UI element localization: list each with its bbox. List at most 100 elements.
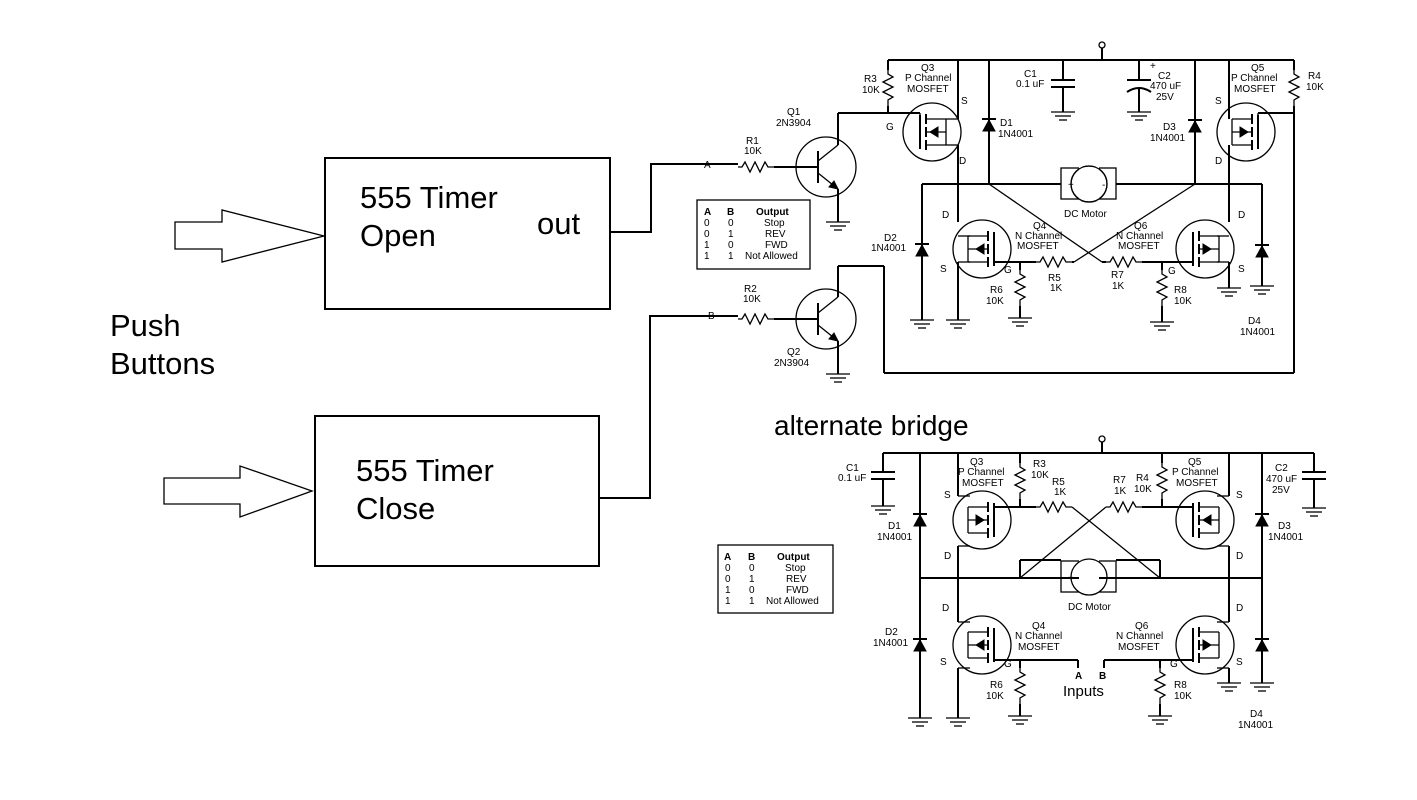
- tt2-r2-b: 0: [749, 585, 755, 596]
- r6-value: 10K: [986, 296, 1004, 307]
- alt-q6-gate-pin: G: [1170, 659, 1178, 670]
- alt-d1-part: 1N4001: [877, 532, 912, 543]
- r3-name: R3: [864, 74, 877, 85]
- tt2-r1-b: 1: [749, 574, 755, 585]
- tt2-header-a: A: [724, 552, 731, 563]
- q6-gate-pin: G: [1168, 266, 1176, 277]
- r7-value: 1K: [1112, 281, 1125, 292]
- motor-plus: +: [1068, 180, 1074, 191]
- alt-r3-value: 10K: [1031, 470, 1049, 481]
- q3-name: Q3: [921, 63, 935, 74]
- q6-name: Q6: [1134, 221, 1148, 232]
- alt-input-b: B: [1099, 671, 1106, 682]
- c2-plus: +: [1150, 61, 1156, 72]
- q6-type1: N Channel: [1116, 231, 1163, 242]
- alt-q4-type1: N Channel: [1015, 631, 1062, 642]
- push-buttons-label-2: Buttons: [110, 346, 215, 381]
- vcc-terminal-top: [1098, 41, 1106, 49]
- tt2-r0-a: 0: [725, 563, 731, 574]
- d3-name: D3: [1163, 122, 1176, 133]
- timer-open-block: [324, 157, 611, 310]
- tt1-r0-a: 0: [704, 218, 710, 229]
- alt-r5-name: R5: [1052, 477, 1065, 488]
- tt1-r1-b: 1: [728, 229, 734, 240]
- truth-table-top: [696, 199, 811, 270]
- alt-motor-minus: -: [1102, 573, 1105, 584]
- push-arrow-close: [163, 465, 314, 518]
- alt-r8-value: 10K: [1174, 691, 1192, 702]
- alt-q6-source-pin: S: [1236, 657, 1243, 668]
- c1-value: 0.1 uF: [1016, 79, 1044, 90]
- q3-source-pin: S: [961, 96, 968, 107]
- alt-c1-value: 0.1 uF: [838, 473, 866, 484]
- timer-close-subtitle: Close: [356, 491, 435, 526]
- alt-d3-part: 1N4001: [1268, 532, 1303, 543]
- timer-close-title: 555 Timer: [356, 453, 494, 488]
- r1-value: 10K: [744, 146, 762, 157]
- motor-minus: -: [1102, 180, 1105, 191]
- alt-c2-value: 470 uF: [1266, 474, 1297, 485]
- alt-q3-source-pin: S: [944, 490, 951, 501]
- q4-gate-pin: G: [1004, 265, 1012, 276]
- r2-value: 10K: [743, 294, 761, 305]
- r8-value: 10K: [1174, 296, 1192, 307]
- tt2-r0-b: 0: [749, 563, 755, 574]
- r6-name: R6: [990, 285, 1003, 296]
- timer-open-subtitle: Open: [360, 218, 436, 253]
- q5-type2: MOSFET: [1234, 84, 1276, 95]
- c2-name: C2: [1158, 71, 1171, 82]
- wire-open-to-a: [610, 163, 700, 233]
- alt-input-a: A: [1075, 671, 1082, 682]
- tt2-r3-a: 1: [725, 596, 731, 607]
- r4-value: 10K: [1306, 82, 1324, 93]
- alt-q5-type1: P Channel: [1172, 467, 1219, 478]
- alt-motor-label: DC Motor: [1068, 602, 1111, 613]
- c2-voltage: 25V: [1156, 92, 1174, 103]
- alt-q6-drain-pin: D: [1236, 603, 1243, 614]
- q3-gate-pin: G: [886, 122, 894, 133]
- input-b-label: B: [708, 311, 715, 322]
- q5-name: Q5: [1251, 63, 1265, 74]
- q6-drain-pin: D: [1238, 210, 1245, 221]
- alt-q6-type2: MOSFET: [1118, 642, 1160, 653]
- timer-close-block: [314, 415, 600, 567]
- r3-value: 10K: [862, 85, 880, 96]
- tt1-r3-a: 1: [704, 251, 710, 262]
- c2-value: 470 uF: [1150, 81, 1181, 92]
- alt-d2-name: D2: [885, 627, 898, 638]
- alt-d4-part: 1N4001: [1238, 720, 1273, 731]
- d1-part: 1N4001: [998, 129, 1033, 140]
- q4-name: Q4: [1033, 221, 1047, 232]
- alt-d2-part: 1N4001: [873, 638, 908, 649]
- alt-q3-type1: P Channel: [958, 467, 1005, 478]
- tt1-r1-out: REV: [765, 229, 786, 240]
- q5-source-pin: S: [1215, 96, 1222, 107]
- d1-name: D1: [1000, 118, 1013, 129]
- push-arrow-open: [174, 209, 325, 263]
- r7-name: R7: [1111, 270, 1124, 281]
- alt-r6-name: R6: [990, 680, 1003, 691]
- d2-part: 1N4001: [871, 243, 906, 254]
- input-a-label: A: [704, 160, 711, 171]
- tt2-r3-out: Not Allowed: [766, 596, 819, 607]
- alt-motor-plus: +: [1068, 573, 1074, 584]
- q6-type2: MOSFET: [1118, 241, 1160, 252]
- tt1-header-output: Output: [756, 207, 789, 218]
- r5-name: R5: [1048, 273, 1061, 284]
- q3-drain-pin: D: [959, 156, 966, 167]
- vcc-terminal-alt: [1098, 435, 1106, 443]
- tt1-header-a: A: [704, 207, 711, 218]
- alt-q5-source-pin: S: [1236, 490, 1243, 501]
- q4-source-pin: S: [940, 264, 947, 275]
- alt-r6-value: 10K: [986, 691, 1004, 702]
- tt1-r3-out: Not Allowed: [745, 251, 798, 262]
- tt1-r2-a: 1: [704, 240, 710, 251]
- timer-open-title: 555 Timer: [360, 180, 498, 215]
- q1-part: 2N3904: [776, 118, 811, 129]
- alt-q4-type2: MOSFET: [1018, 642, 1060, 653]
- push-buttons-label-1: Push: [110, 308, 181, 343]
- alt-q4-drain-pin: D: [942, 603, 949, 614]
- alt-d3-name: D3: [1278, 521, 1291, 532]
- alt-r3-name: R3: [1033, 459, 1046, 470]
